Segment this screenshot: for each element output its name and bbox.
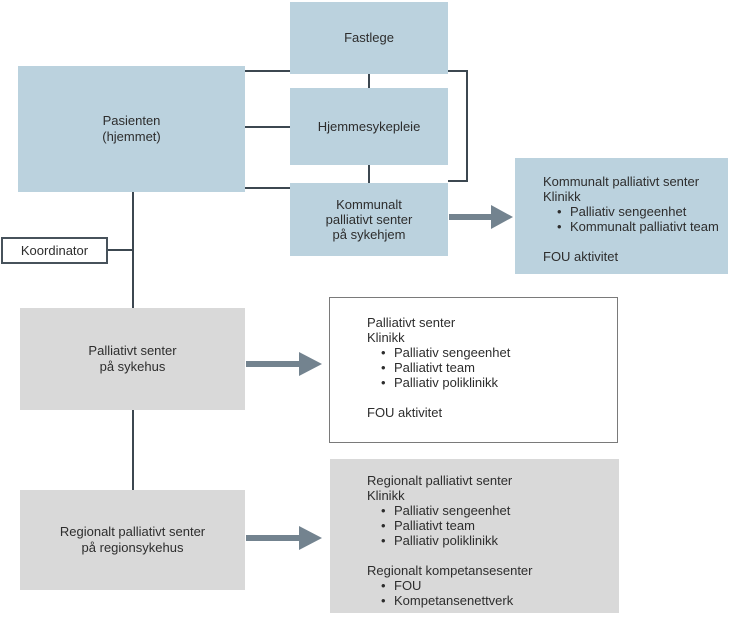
box-pasienten-line2: (hjemmet): [102, 129, 161, 144]
palliativt-detail-footer: FOU aktivitet: [367, 405, 443, 420]
kommunalt-detail-bullet: Kommunalt palliativt team: [543, 219, 720, 234]
regionalt-detail-title: Regionalt palliativt senter: [367, 473, 513, 488]
connector-bracket-vertical: [466, 70, 468, 182]
palliativt-detail-title: Palliativt senter: [367, 315, 456, 330]
arrow-sykehus-to-detail: [246, 352, 322, 376]
regionalt-detail-section2-bullet: Kompetansenettverk: [367, 593, 611, 608]
kommunalt-detail-title: Kommunalt palliativt senter: [543, 174, 700, 189]
box-palliativt-sykehus: Palliativt senter på sykehus: [20, 308, 245, 410]
box-kommunalt-detail: Kommunalt palliativt senter Klinikk Pall…: [515, 158, 728, 274]
regionalt-detail-bullet: Palliativ poliklinikk: [367, 533, 611, 548]
box-regionalt-sykehus: Regionalt palliativt senter på regionsyk…: [20, 490, 245, 590]
connector-sykehus-regionalt: [132, 410, 134, 490]
box-palliativt-detail: Palliativt senter Klinikk Palliativ seng…: [329, 297, 618, 443]
kommunalt-detail-bullet: Palliativ sengeenhet: [543, 204, 720, 219]
connector-pasienten-kommunalt: [245, 187, 290, 189]
regionalt-detail-section2-bullet: FOU: [367, 578, 611, 593]
connector-bracket-top: [448, 70, 468, 72]
connector-bracket-bottom: [448, 180, 468, 182]
connector-pasienten-fastlege: [245, 70, 290, 72]
box-fastlege: Fastlege: [290, 2, 448, 74]
box-hjemmesykepleie-label: Hjemmesykepleie: [317, 118, 421, 134]
palliativt-detail-bullet: Palliativt team: [367, 360, 609, 375]
box-hjemmesykepleie: Hjemmesykepleie: [290, 88, 448, 165]
connector-pasienten-hjemmesykepleie: [245, 126, 290, 128]
connector-koordinator: [108, 249, 134, 251]
connector-hjemmesykepleie-kommunalt: [368, 165, 370, 183]
box-kommunalt-sykehjem-line1: Kommunalt: [336, 197, 402, 212]
regionalt-detail-subtitle: Klinikk: [367, 488, 405, 503]
box-regionalt-sykehus-line2: på regionsykehus: [81, 540, 184, 555]
box-palliativt-sykehus-line1: Palliativt senter: [88, 343, 177, 358]
box-pasienten-line1: Pasienten: [102, 113, 161, 128]
palliativt-detail-bullet: Palliativ poliklinikk: [367, 375, 609, 390]
arrow-regionalt-to-detail: [246, 526, 322, 550]
palliativt-detail-subtitle: Klinikk: [367, 330, 405, 345]
box-koordinator: Koordinator: [1, 237, 108, 264]
box-koordinator-label: Koordinator: [20, 243, 89, 258]
box-pasienten: Pasienten (hjemmet): [18, 66, 245, 192]
box-regionalt-sykehus-line1: Regionalt palliativt senter: [59, 524, 206, 539]
box-kommunalt-sykehjem-line3: på sykehjem: [332, 227, 406, 242]
palliativt-detail-bullet: Palliativ sengeenhet: [367, 345, 609, 360]
box-kommunalt-sykehjem-line2: palliativt senter: [325, 212, 413, 227]
kommunalt-detail-subtitle: Klinikk: [543, 189, 581, 204]
box-palliativt-sykehus-line2: på sykehus: [99, 359, 166, 374]
regionalt-detail-section2-title: Regionalt kompetansesenter: [367, 563, 533, 578]
regionalt-detail-bullet: Palliativ sengeenhet: [367, 503, 611, 518]
box-kommunalt-sykehjem: Kommunalt palliativt senter på sykehjem: [290, 183, 448, 256]
arrow-kommunalt-to-detail: [449, 205, 513, 229]
box-regionalt-detail: Regionalt palliativt senter Klinikk Pall…: [330, 459, 619, 613]
box-fastlege-label: Fastlege: [344, 30, 394, 45]
kommunalt-detail-footer: FOU aktivitet: [543, 249, 619, 264]
connector-fastlege-hjemmesykepleie: [368, 74, 370, 88]
regionalt-detail-bullet: Palliativt team: [367, 518, 611, 533]
